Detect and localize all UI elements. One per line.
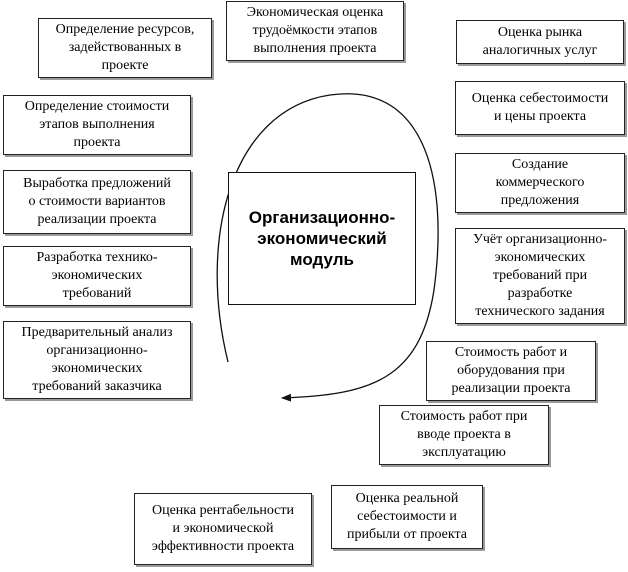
real-cost-profit-label: Оценка реальной себестоимости и прибыли … xyxy=(347,491,467,542)
tech-econ-requirements-box: Разработка технико- экономических требов… xyxy=(3,246,191,306)
real-cost-profit-box: Оценка реальной себестоимости и прибыли … xyxy=(331,485,483,549)
stage-cost-label: Определение стоимости этапов выполнения … xyxy=(24,99,170,150)
variant-offers-label: Выработка предложений о стоимости вариан… xyxy=(23,176,171,227)
commercial-offer-box: Создание коммерческого предложения xyxy=(455,153,625,213)
commercial-offer-label: Создание коммерческого предложения xyxy=(495,157,585,208)
central-module-box: Организационно- экономический модуль xyxy=(228,172,416,305)
variant-offers-box: Выработка предложений о стоимости вариан… xyxy=(3,170,191,234)
stage-cost-box: Определение стоимости этапов выполнения … xyxy=(3,95,191,155)
profitability-label: Оценка рентабельности и экономической эф… xyxy=(151,503,295,554)
labor-estimate-box: Экономическая оценка трудоёмкости этапов… xyxy=(226,1,404,61)
resources-label: Определение ресурсов, задействованных в … xyxy=(55,22,195,73)
profitability-box: Оценка рентабельности и экономической эф… xyxy=(134,493,312,565)
labor-estimate-label: Экономическая оценка трудоёмкости этапов… xyxy=(246,5,384,56)
resources-box: Определение ресурсов, задействованных в … xyxy=(38,18,212,78)
central-module-title: Организационно- экономический модуль xyxy=(248,208,396,269)
works-equipment-cost-box: Стоимость работ и оборудования при реали… xyxy=(426,341,596,401)
org-econ-tz-label: Учёт организационно- экономических требо… xyxy=(472,232,608,319)
cost-price-label: Оценка себестоимости и цены проекта xyxy=(471,91,609,124)
preliminary-analysis-label: Предварительный анализ организационно- э… xyxy=(21,325,173,394)
preliminary-analysis-box: Предварительный анализ организационно- э… xyxy=(3,321,191,399)
commissioning-cost-label: Стоимость работ при вводе проекта в эксп… xyxy=(400,409,528,460)
cost-price-box: Оценка себестоимости и цены проекта xyxy=(455,81,625,135)
market-estimate-label: Оценка рынка аналогичных услуг xyxy=(482,25,598,58)
market-estimate-box: Оценка рынка аналогичных услуг xyxy=(456,20,624,64)
tech-econ-requirements-label: Разработка технико- экономических требов… xyxy=(36,250,158,301)
commissioning-cost-box: Стоимость работ при вводе проекта в эксп… xyxy=(379,405,549,465)
org-econ-tz-box: Учёт организационно- экономических требо… xyxy=(455,228,625,324)
works-equipment-cost-label: Стоимость работ и оборудования при реали… xyxy=(451,345,571,396)
